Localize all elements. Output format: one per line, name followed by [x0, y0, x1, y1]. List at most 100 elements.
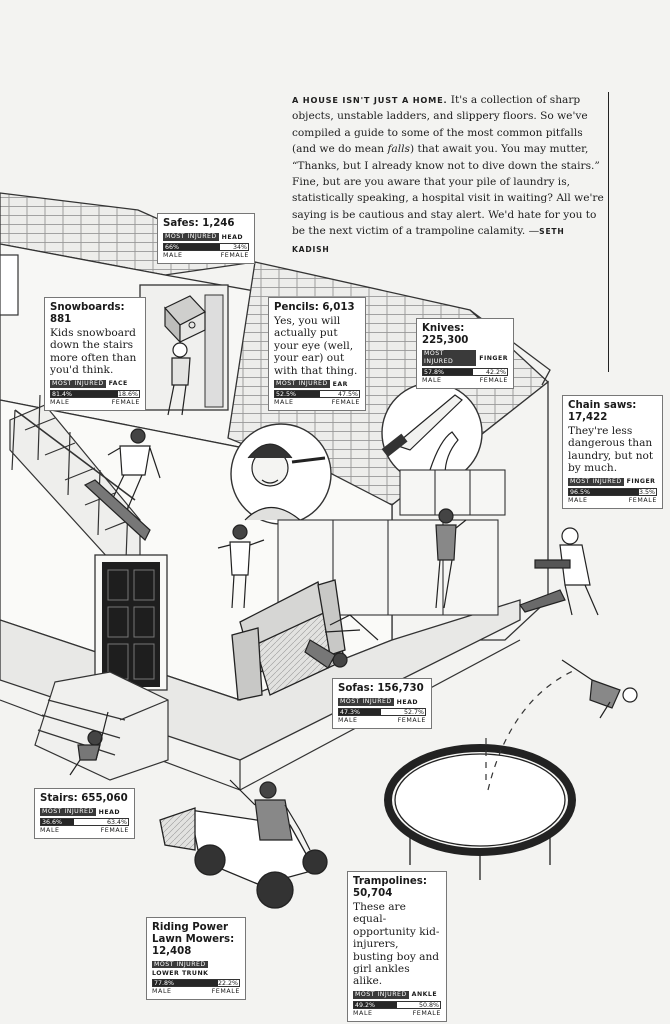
person-knife — [435, 508, 467, 609]
most-injured-tag: MOST INJURED — [152, 961, 208, 968]
most-injured: MOST INJURED LOWER TRUNK — [152, 961, 240, 977]
gender-bar: 49.2%50.8% — [353, 1000, 441, 1009]
intro-body-2: ) that await you. You may mutter, “Thank… — [292, 143, 604, 238]
stat-title: Safes: 1,246 — [163, 218, 235, 229]
injured-part: FINGER — [626, 478, 656, 486]
safe-icon — [164, 295, 206, 344]
gender-labels: MALE FEMALE — [274, 399, 360, 406]
most-injured-tag: MOST INJURED — [50, 379, 106, 388]
most-injured-tag: MOST INJURED — [163, 233, 219, 241]
gender-bar: 57.8%42.2% — [422, 368, 508, 376]
injured-part: FINGER — [479, 354, 508, 362]
stat-box-snowboards: Snowboards: 881 Kids snowboard down the … — [44, 297, 146, 411]
person-safe — [167, 342, 191, 416]
most-injured-tag: MOST INJURED — [568, 477, 624, 486]
injured-part: LOWER TRUNK — [152, 970, 209, 977]
male-label: MALE — [353, 1009, 373, 1017]
pencil-inset — [230, 423, 332, 525]
bounce-arc — [487, 669, 576, 791]
injured-part: EAR — [332, 380, 348, 388]
front-door — [94, 554, 168, 691]
female-label: FEMALE — [412, 1009, 441, 1017]
stat-title: Chain saws: 17,422 — [568, 400, 637, 423]
stat-title: Sofas: 156,730 — [338, 683, 424, 694]
snowboarder — [83, 428, 161, 541]
injured-part: FACE — [108, 380, 128, 388]
injured-part: ANKLE — [411, 991, 438, 999]
intro-lead: A HOUSE ISN'T JUST A HOME. — [292, 95, 448, 105]
gender-bar: 47.3%52.7% — [338, 708, 426, 716]
female-label: FEMALE — [220, 252, 249, 259]
most-injured-tag: MOST INJURED — [40, 808, 96, 816]
stat-title: Knives: 225,300 — [422, 323, 469, 346]
female-label: FEMALE — [211, 988, 240, 995]
person-mower — [229, 779, 311, 851]
outdoor-stairs — [34, 671, 169, 781]
male-share: 36.6% — [41, 819, 74, 826]
most-injured-tag: MOST INJURED — [338, 698, 394, 706]
stat-box-pencils: Pencils: 6,013 Yes, you will actually pu… — [268, 297, 366, 412]
column-rule — [608, 92, 609, 372]
intro-emphasis: falls — [387, 143, 410, 156]
female-share: 47.5% — [320, 391, 359, 398]
female-share: 42.2% — [472, 369, 507, 376]
gender-labels: MALE FEMALE — [152, 988, 240, 995]
female-label: FEMALE — [479, 377, 508, 384]
female-share: 22.2% — [217, 980, 239, 987]
female-share: 3.5% — [639, 488, 656, 496]
gender-bar: 77.8%22.2% — [152, 979, 240, 987]
sofa — [231, 579, 346, 701]
gender-bar: 96.5%3.5% — [568, 487, 657, 496]
most-injured-tag: MOST INJURED — [422, 350, 477, 366]
stat-box-mowers: Riding Power Lawn Mowers: 12,408 MOST IN… — [146, 917, 246, 1000]
gender-labels: MALE FEMALE — [353, 1010, 441, 1017]
female-share: 18.6% — [117, 390, 139, 398]
stat-title: Riding Power Lawn Mowers: 12,408 — [152, 922, 235, 957]
female-label: FEMALE — [628, 496, 657, 504]
male-label: MALE — [40, 827, 60, 834]
knife-inset — [381, 382, 483, 484]
stat-title: Trampolines: 50,704 — [353, 876, 427, 899]
female-label: FEMALE — [397, 717, 426, 724]
gender-bar: 81.4%18.6% — [50, 389, 140, 398]
male-label: MALE — [338, 717, 358, 724]
male-label: MALE — [274, 399, 294, 407]
injured-part: HEAD — [396, 698, 419, 706]
stat-box-trampolines: Trampolines: 50,704 These are equal-oppo… — [347, 871, 447, 1022]
gender-bar: 66%34% — [163, 243, 249, 251]
female-share: 50.8% — [397, 1001, 440, 1009]
injured-part: HEAD — [98, 808, 121, 816]
male-share: 77.8% — [153, 980, 218, 987]
male-label: MALE — [152, 988, 172, 995]
stat-title: Snowboards: 881 — [50, 302, 125, 325]
male-label: MALE — [163, 252, 183, 259]
female-label: FEMALE — [100, 827, 129, 834]
gender-labels: MALE FEMALE — [338, 717, 426, 724]
gender-bar: 52.5%47.5% — [274, 390, 360, 399]
female-label: FEMALE — [331, 399, 360, 407]
male-label: MALE — [50, 398, 70, 406]
stat-note: Kids snowboard down the stairs more ofte… — [50, 327, 137, 377]
person-sofa — [304, 614, 379, 669]
stat-note: They're less dangerous than laundry, but… — [568, 425, 654, 475]
gender-labels: MALE FEMALE — [568, 497, 657, 504]
male-label: MALE — [568, 496, 588, 504]
male-share: 47.3% — [339, 709, 381, 716]
intro-body-1: It's a collection of sharp objects, unst… — [292, 94, 588, 156]
chainsaw-man — [519, 527, 599, 616]
stat-note: Yes, you will actually put your eye (wel… — [274, 315, 358, 377]
female-share: 52.7% — [380, 709, 425, 716]
male-share: 49.2% — [354, 1001, 398, 1009]
byline: SETH KADISH — [292, 227, 565, 254]
gender-labels: MALE FEMALE — [163, 252, 249, 259]
